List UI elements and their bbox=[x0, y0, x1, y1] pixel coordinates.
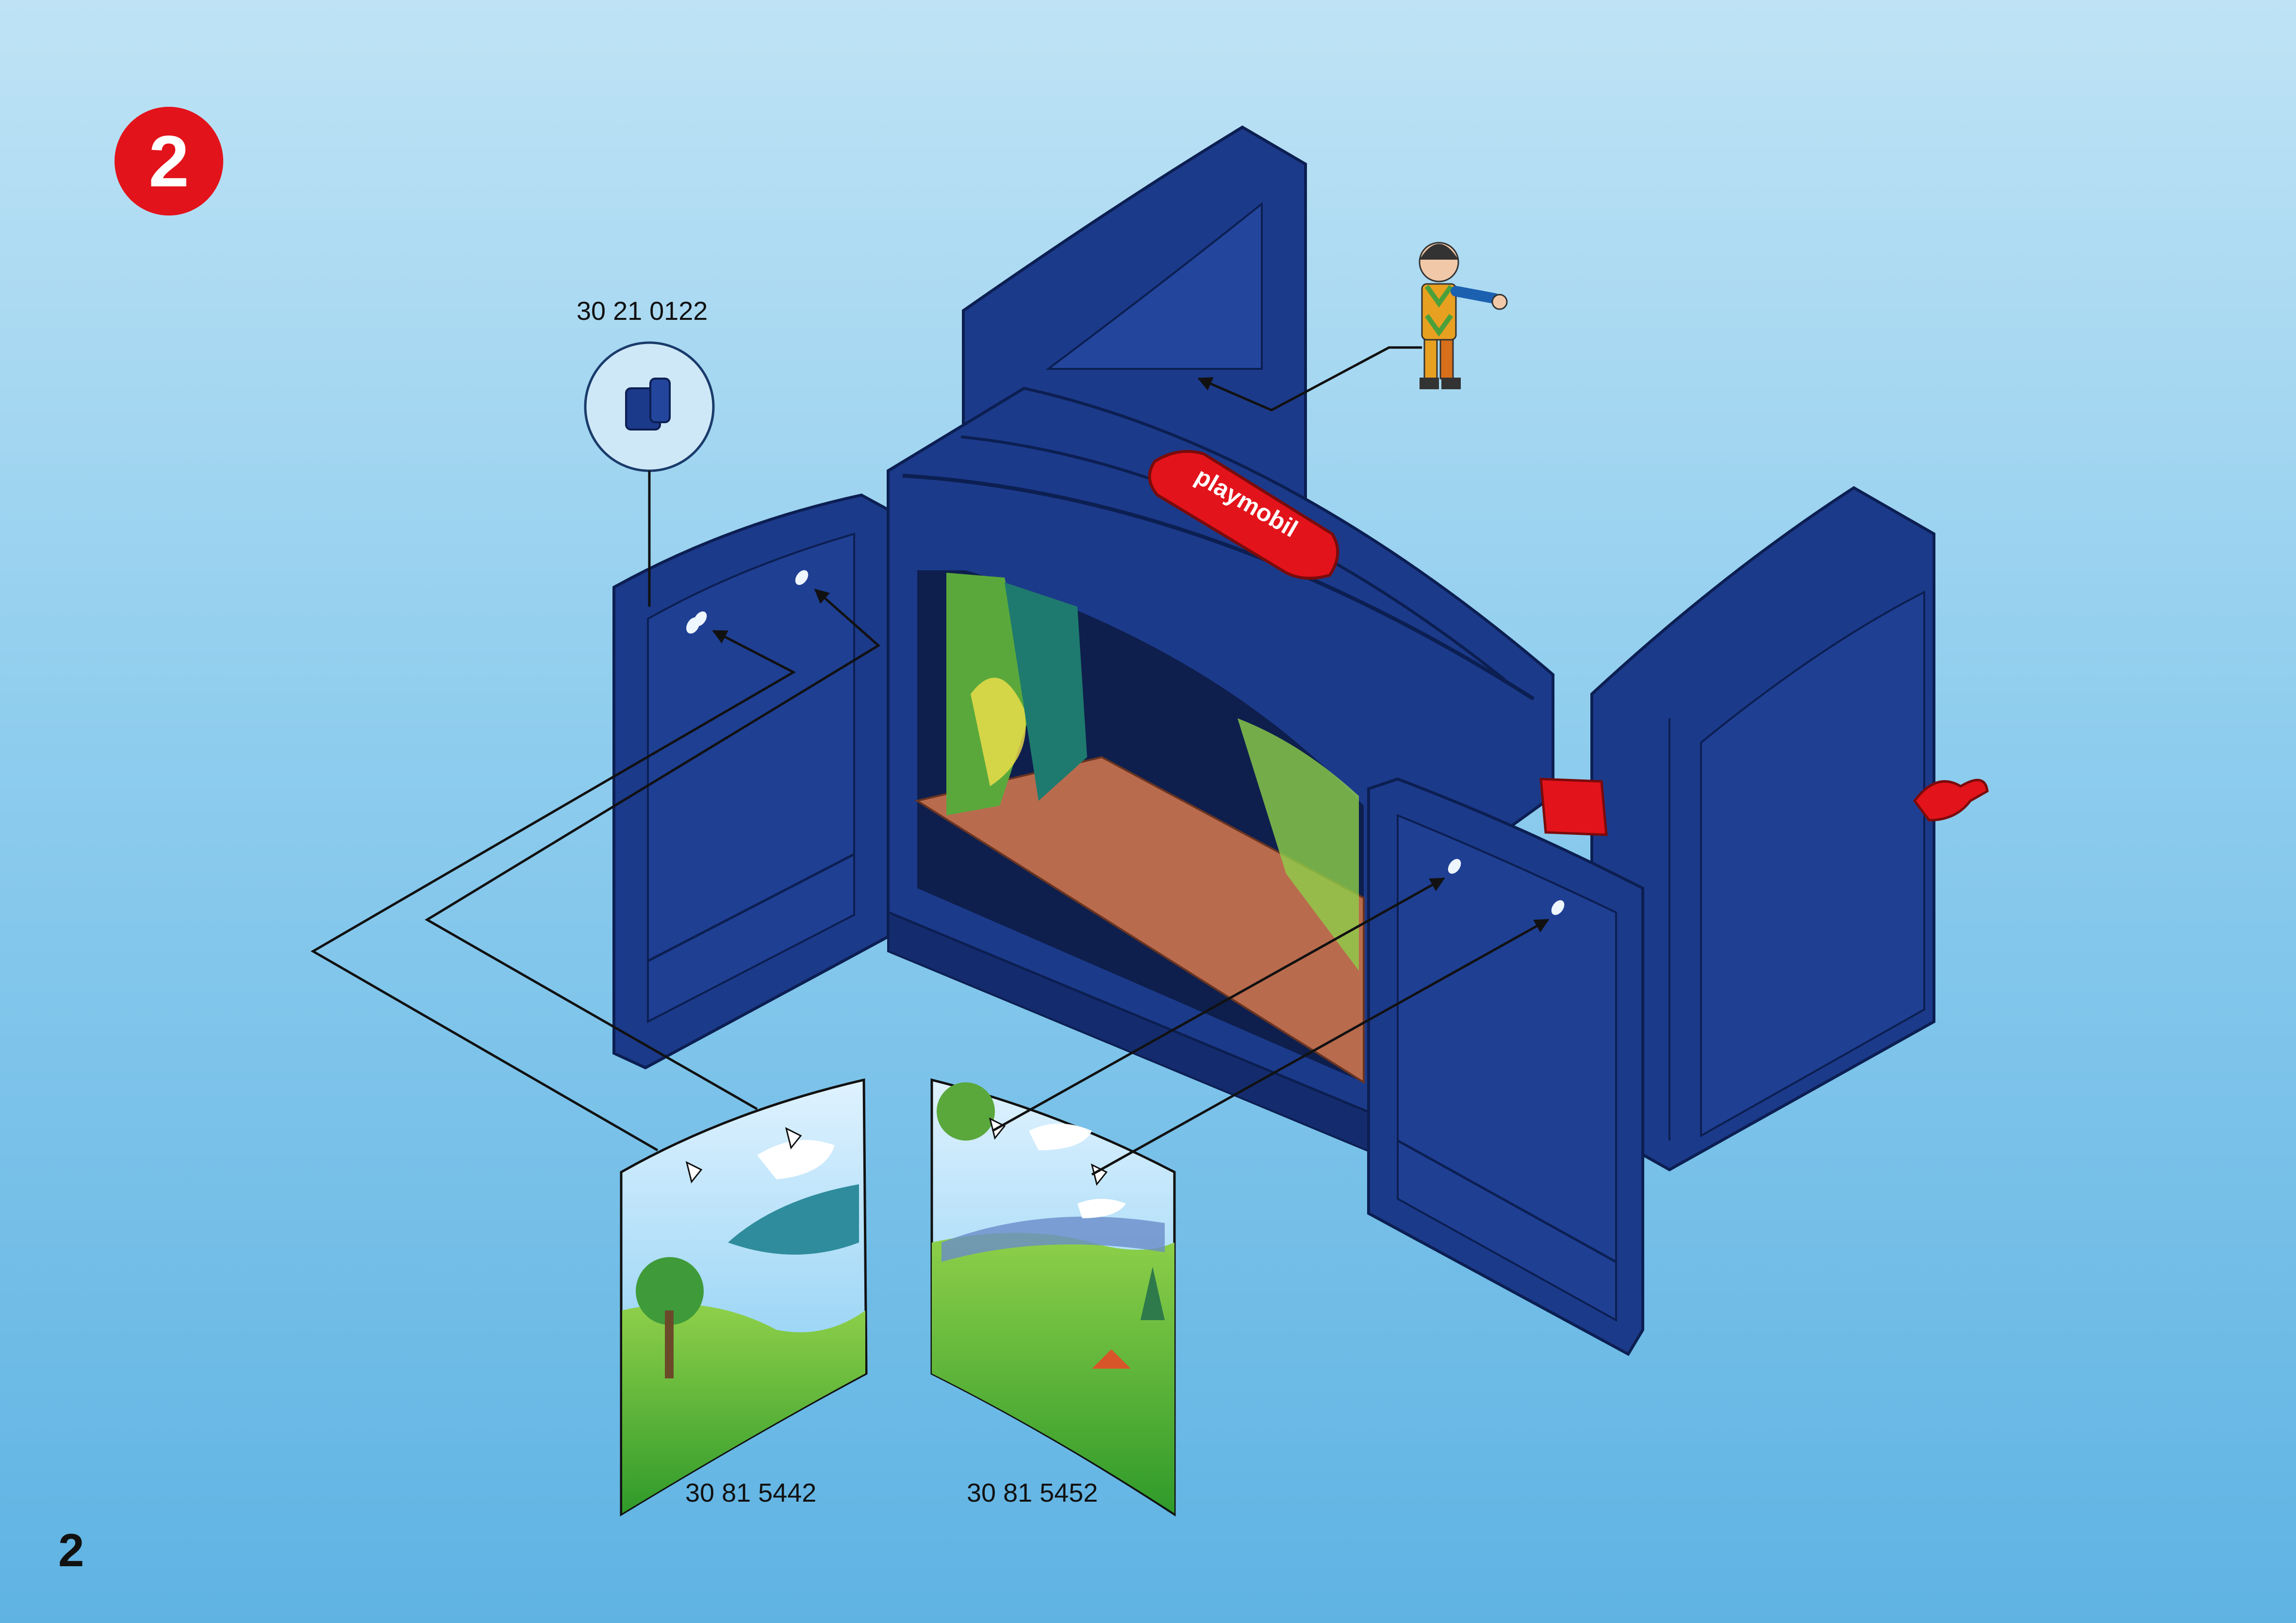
backdrop-left bbox=[621, 1080, 866, 1514]
backdrop-right bbox=[932, 1080, 1174, 1514]
figure-icon bbox=[1420, 243, 1507, 389]
hinge-icon bbox=[1541, 779, 1606, 835]
